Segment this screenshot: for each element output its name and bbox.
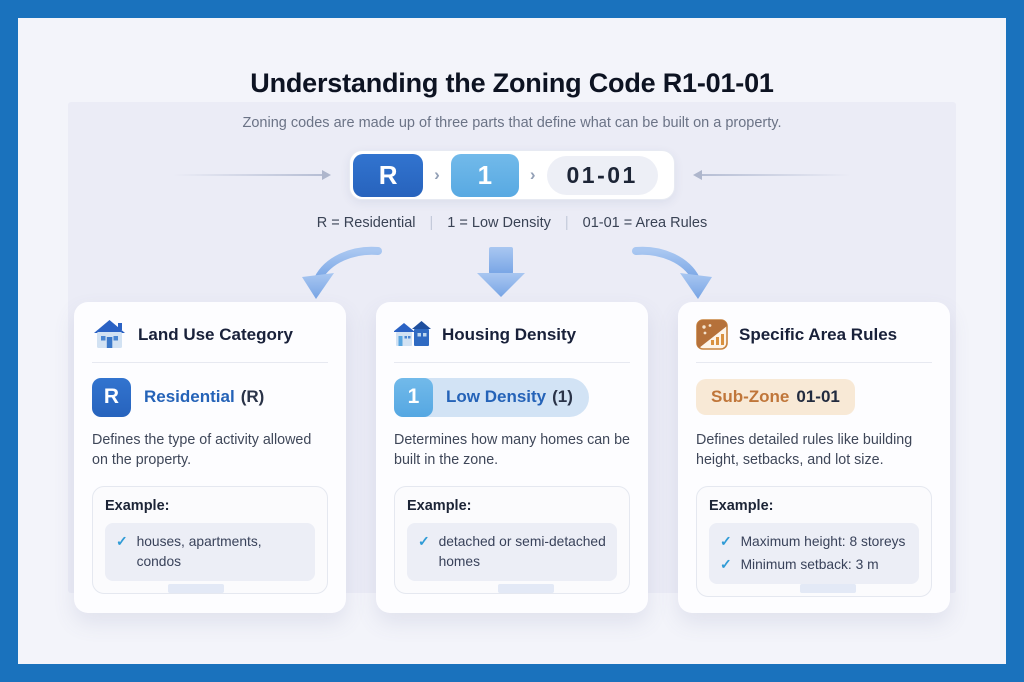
right-pointer-arrow-icon [691,169,851,181]
residential-badge: R [92,377,131,417]
example-label: Example: [105,497,170,514]
example-text: Minimum setback: 3 m [740,556,879,572]
density-badge: 1 [394,377,433,417]
houses-icon [394,321,431,346]
example-item: ✓ Minimum setback: 3 m [720,555,908,575]
card-title: Land Use Category [138,324,293,344]
badge-label: Residential [144,387,235,406]
example-box: Example: ✓ detached or semi-detached hom… [394,485,630,594]
legend-separator: | [429,215,434,231]
page-subtitle: Zoning codes are made up of three parts … [242,115,782,131]
subzone-pill: Sub-Zone 01-01 [696,379,855,415]
density-pill: 1 Low Density (1) [394,377,589,417]
example-item: ✓ Maximum height: 8 storeys [720,532,908,552]
badge-label: Low Density [446,387,547,406]
example-text: Maximum height: 8 storeys [740,533,906,549]
example-label: Example: [709,497,774,514]
legend-density: 1 = Low Density [447,215,551,231]
straight-down-arrow-icon [477,247,525,297]
code-part-residential: R [353,153,424,197]
legend-area-rules: 01-01 = Area Rules [582,215,708,231]
card-housing-density: Housing Density 1 Low Density (1) Determ… [376,302,648,613]
check-icon: ✓ [418,533,430,549]
card-description: Determines how many homes can be built i… [394,432,631,469]
house-icon [94,320,125,348]
check-icon: ✓ [720,533,732,549]
example-item: ✓ detached or semi-detached homes [418,532,606,572]
page-title: Understanding the Zoning Code R1-01-01 [250,68,774,98]
check-icon: ✓ [116,533,128,549]
check-icon: ✓ [720,556,732,572]
card-description: Defines the type of activity allowed on … [92,432,312,469]
code-part-area: 01-01 [546,155,658,195]
example-item: ✓ houses, apartments, condos [116,532,304,572]
curved-down-right-arrow-icon [632,246,712,299]
badge-suffix: (R) [240,387,265,406]
map-chart-icon [696,319,728,350]
legend-residential: R = Residential [316,215,416,231]
infographic-page: Understanding the Zoning Code R1-01-01 Z… [18,18,1006,664]
card-title: Housing Density [442,324,577,344]
code-part-density: 1 [450,153,519,197]
left-pointer-arrow-icon [173,169,333,181]
example-text: houses, apartments, condos [136,533,262,569]
card-specific-area-rules: Specific Area Rules Sub-Zone 01-01 Defin… [678,302,950,613]
card-title: Specific Area Rules [739,324,898,344]
divider [394,362,630,363]
zoning-code-box: R › 1 › 01-01 [349,150,675,200]
divider [92,362,328,363]
example-text: detached or semi-detached homes [438,533,606,569]
example-label: Example: [407,497,472,514]
example-box: Example: ✓ Maximum height: 8 storeys ✓ M… [696,485,932,597]
chevron-right-icon: › [434,165,440,184]
example-box: Example: ✓ houses, apartments, condos [92,485,328,594]
badge-label: Sub-Zone [711,387,790,406]
curved-down-left-arrow-icon [302,246,382,299]
legend-separator: | [564,215,569,231]
card-shadow-tab [168,584,224,593]
divider [696,362,932,363]
cards-row: Land Use Category R Residential (R) Defi… [18,302,1006,613]
badge-suffix: (1) [552,387,573,406]
badge-suffix: 01-01 [796,387,840,406]
zoning-code-breakdown: R › 1 › 01-01 [18,150,1006,200]
card-description: Defines detailed rules like building hei… [696,432,913,469]
chevron-right-icon: › [529,165,536,184]
code-legend: R = Residential | 1 = Low Density | 01-0… [18,215,1006,231]
card-shadow-tab [800,584,856,593]
card-shadow-tab [498,584,554,593]
card-land-use-category: Land Use Category R Residential (R) Defi… [74,302,346,613]
